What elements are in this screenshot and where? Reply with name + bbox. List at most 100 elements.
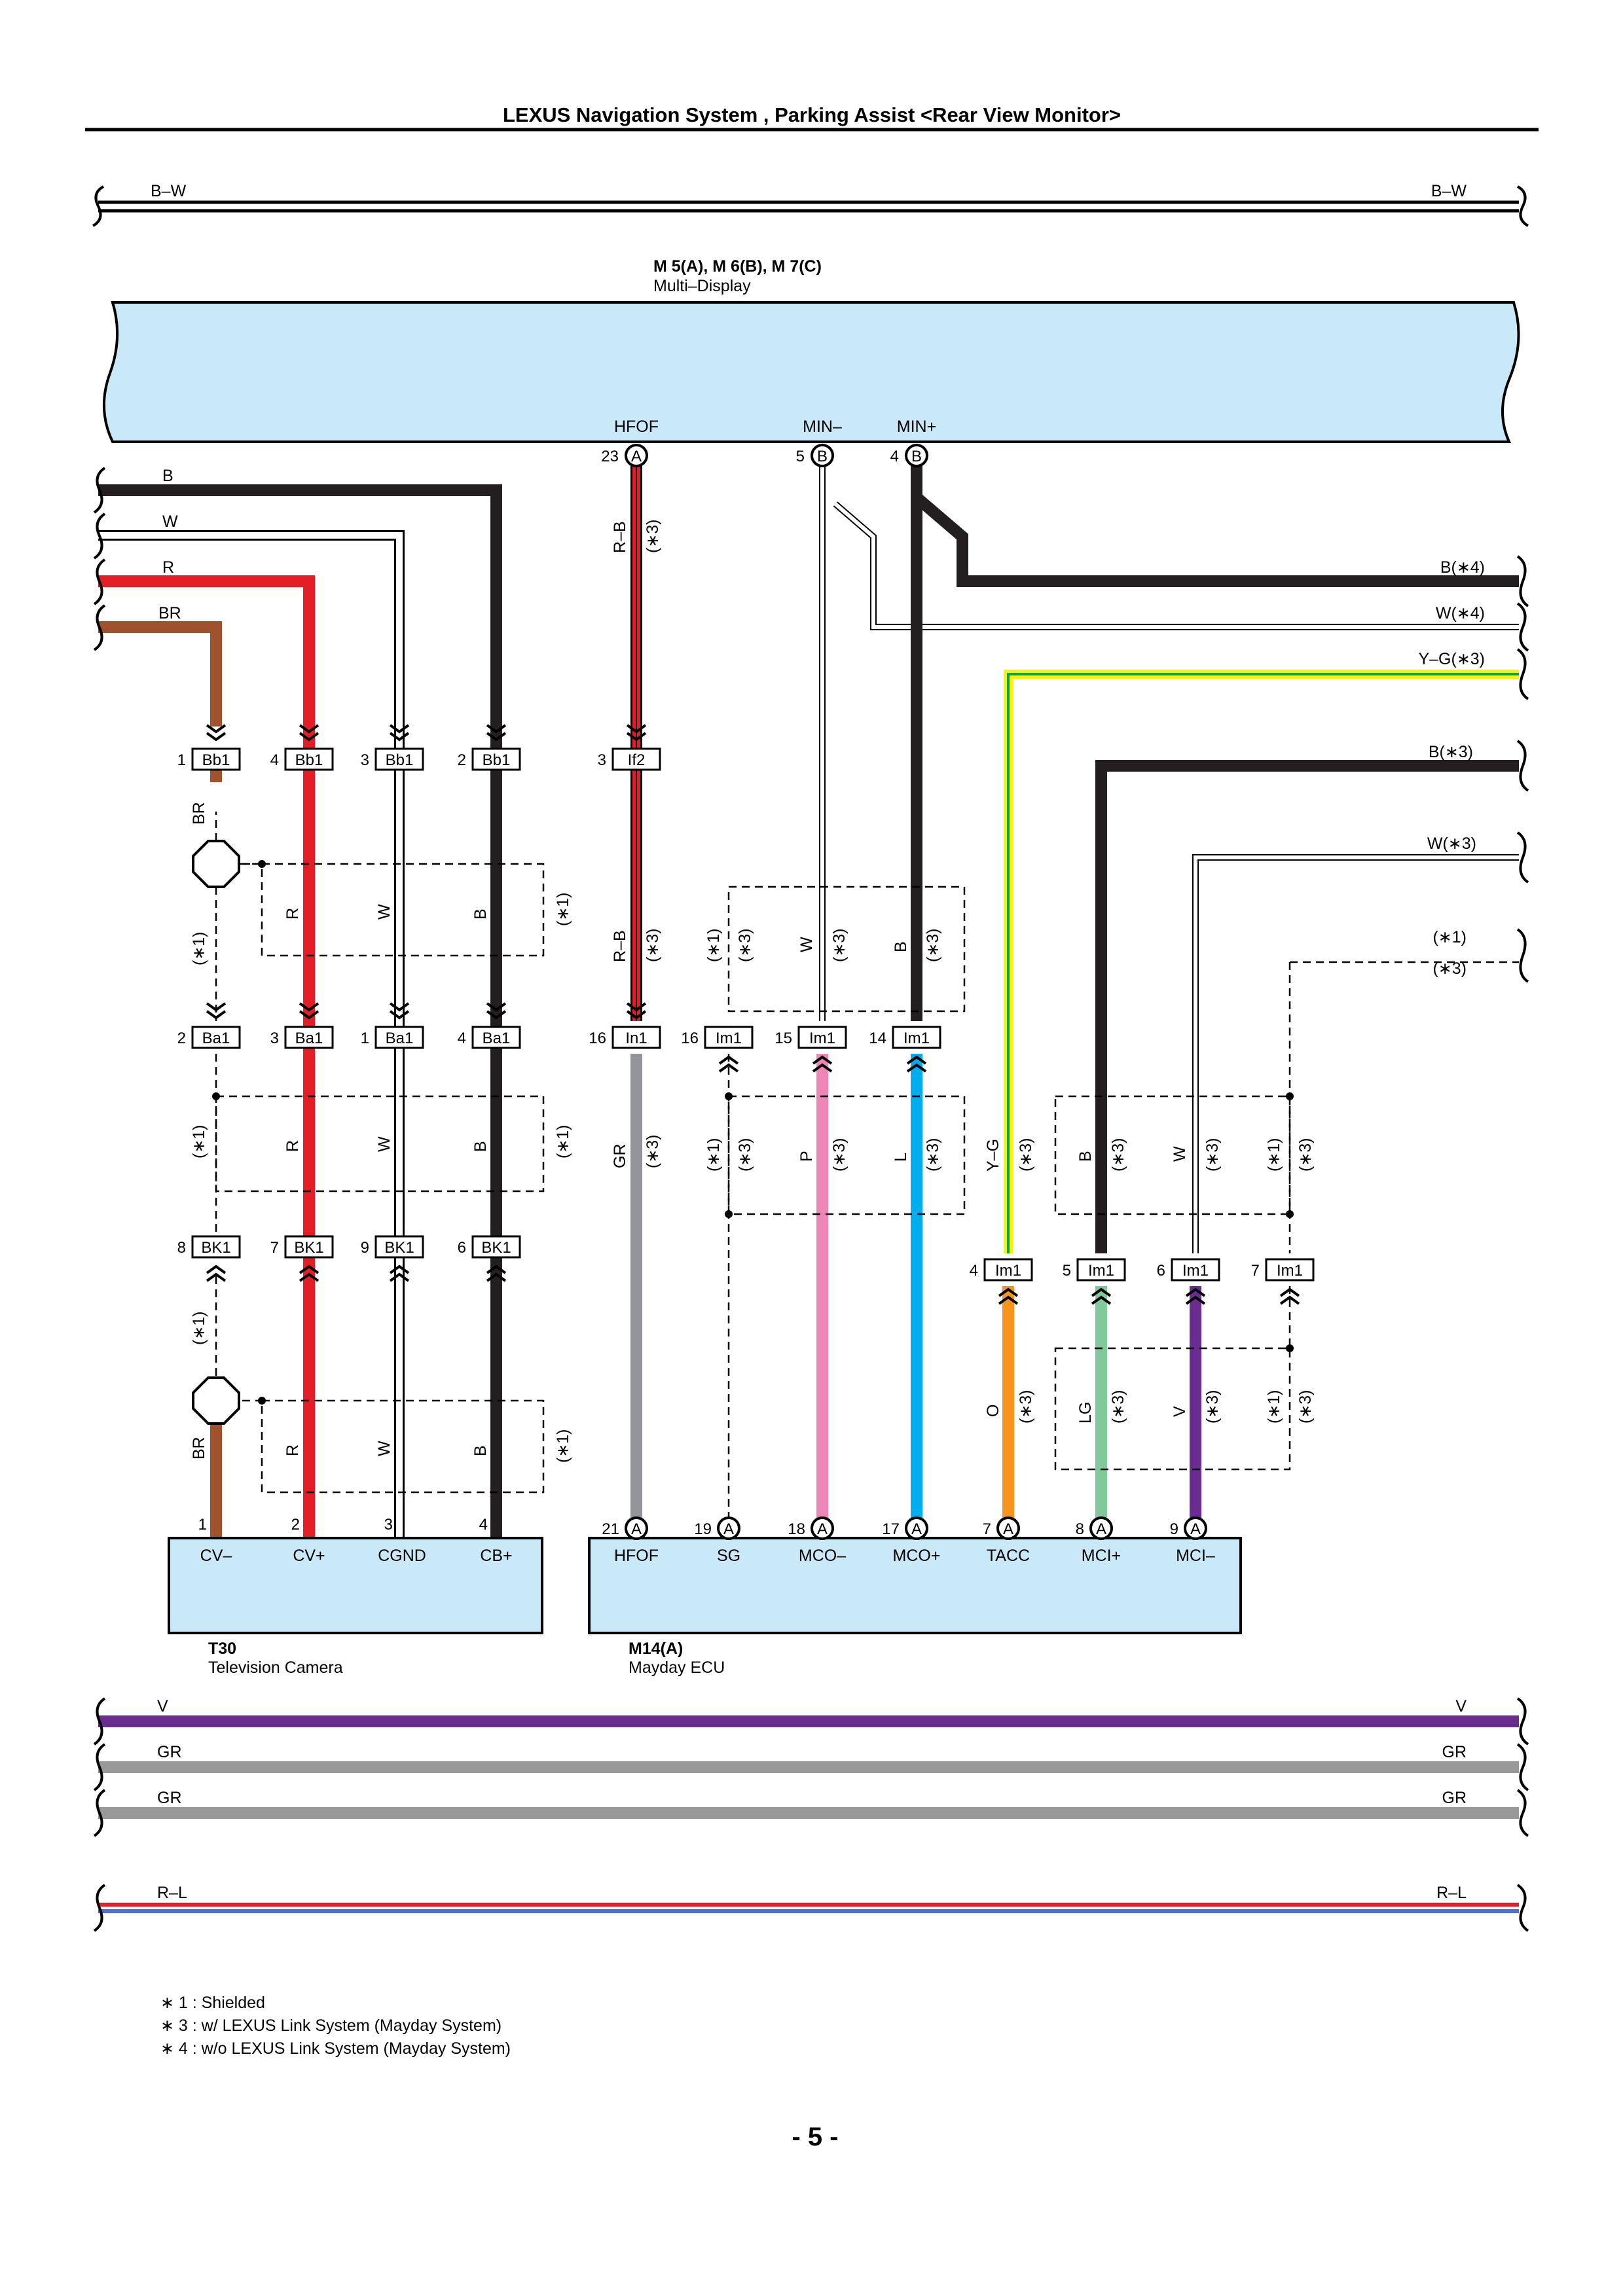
page-title: LEXUS Navigation System , Parking Assist… — [503, 103, 1121, 126]
right-wire-w3: W(∗3) — [1427, 834, 1476, 853]
svg-text:R–L: R–L — [1436, 1884, 1467, 1902]
svg-text:(∗1): (∗1) — [554, 1124, 572, 1158]
svg-text:A: A — [1003, 1520, 1013, 1538]
camera-pins: 1 2 3 4 CV– CV+ CGND CB+ — [198, 1516, 513, 1565]
multi-display-code: M 5(A), M 6(B), M 7(C) — [653, 257, 822, 276]
right-wire-s3: (∗3) — [1432, 960, 1467, 978]
lbl-b-upper: B — [471, 908, 490, 920]
right-wire-yg3: Y–G(∗3) — [1418, 650, 1485, 668]
svg-text:B: B — [817, 448, 828, 465]
right-wire-s1: (∗1) — [1432, 928, 1467, 946]
left-squiggles — [93, 467, 106, 651]
svg-text:(∗3): (∗3) — [830, 1138, 848, 1172]
wire-b4 — [913, 493, 1519, 587]
note-3: ∗ 3 : w/ LEXUS Link System (Mayday Syste… — [160, 2017, 501, 2035]
shield-boxes — [215, 863, 1291, 1494]
svg-text:(∗1): (∗1) — [190, 931, 208, 965]
svg-text:2: 2 — [458, 751, 466, 769]
svg-text:15: 15 — [775, 1030, 792, 1047]
right-wire-w4: W(∗4) — [1436, 604, 1485, 622]
svg-text:BK1: BK1 — [201, 1239, 230, 1257]
svg-text:Ba1: Ba1 — [295, 1030, 323, 1047]
svg-text:(∗3): (∗3) — [1203, 1138, 1222, 1172]
lbl-w-lower: W — [375, 1441, 393, 1456]
svg-text:Ba1: Ba1 — [483, 1030, 511, 1047]
svg-text:16: 16 — [681, 1030, 699, 1047]
lbl-b-lower: B — [471, 1445, 490, 1456]
svg-text:A: A — [631, 448, 642, 465]
connector-ba1-3: Ba1 3 — [270, 1002, 334, 1049]
svg-text:(∗3): (∗3) — [924, 928, 942, 962]
svg-text:A: A — [911, 1520, 922, 1538]
svg-text:7: 7 — [270, 1239, 279, 1257]
svg-text:6: 6 — [1157, 1262, 1165, 1280]
lbl-lg: LG — [1076, 1402, 1095, 1424]
svg-text:GR: GR — [157, 1789, 182, 1807]
shield-nodes — [212, 860, 1294, 1405]
right-wire-b4: B(∗4) — [1440, 558, 1485, 577]
lbl-r-mid: R — [283, 1140, 302, 1152]
wire-b-left — [98, 484, 502, 1021]
note-4: ∗ 4 : w/o LEXUS Link System (Mayday Syst… — [160, 2039, 511, 2058]
svg-text:(∗3): (∗3) — [644, 928, 662, 962]
lbl-gr: GR — [611, 1144, 629, 1169]
svg-text:23: 23 — [601, 448, 619, 465]
lbl-br-upper: BR — [190, 802, 208, 825]
svg-text:(∗3): (∗3) — [1109, 1390, 1127, 1424]
lbl-br-lower: BR — [190, 1437, 208, 1460]
note-1: ∗ 1 : Shielded — [160, 1994, 265, 2012]
lbl-w-upper-mid: W — [797, 937, 816, 952]
mayday-box — [588, 1537, 1242, 1634]
svg-text:16: 16 — [589, 1030, 606, 1047]
multi-display-name: Multi–Display — [653, 277, 751, 295]
lbl-yg: Y–G — [984, 1139, 1002, 1172]
svg-text:4: 4 — [479, 1516, 488, 1534]
left-wire-w: W — [162, 512, 178, 531]
svg-text:1: 1 — [177, 751, 186, 769]
svg-text:(∗3): (∗3) — [1017, 1138, 1035, 1172]
wire-b3 — [1095, 760, 1519, 1253]
svg-text:5: 5 — [796, 448, 805, 465]
camera-name: Television Camera — [208, 1659, 343, 1677]
wire-w4 — [833, 501, 1519, 630]
lbl-rb-lower: R–B — [611, 930, 629, 962]
svg-text:BK1: BK1 — [384, 1239, 414, 1257]
svg-text:4: 4 — [890, 448, 899, 465]
svg-text:(∗1): (∗1) — [704, 1138, 723, 1172]
lbl-b-upper-mid: B — [892, 941, 910, 952]
lbl-b-mid: B — [471, 1141, 490, 1152]
svg-text:3: 3 — [270, 1030, 279, 1047]
svg-text:(∗1): (∗1) — [554, 1429, 572, 1463]
svg-text:Im1: Im1 — [995, 1262, 1021, 1280]
svg-text:GR: GR — [1442, 1743, 1467, 1761]
svg-text:GR: GR — [1442, 1789, 1467, 1807]
bus-top-label-left: B–W — [151, 182, 187, 200]
bus-top-label-right: B–W — [1431, 182, 1467, 200]
svg-text:2: 2 — [177, 1030, 186, 1047]
svg-text:(∗1): (∗1) — [1265, 1390, 1283, 1424]
svg-text:14: 14 — [869, 1030, 886, 1047]
svg-text:7: 7 — [983, 1520, 991, 1538]
lbl-w-upper: W — [375, 904, 393, 920]
camera-code: T30 — [208, 1640, 236, 1658]
svg-text:GR: GR — [157, 1743, 182, 1761]
mayday-name: Mayday ECU — [629, 1659, 725, 1677]
svg-text:3: 3 — [598, 751, 606, 769]
vertical-note-marks: (∗1) (∗1) (∗1) (∗1) (∗1) (∗1) (∗3) (∗3) … — [190, 519, 1315, 1463]
svg-text:3: 3 — [384, 1516, 393, 1534]
svg-text:MCI–: MCI– — [1176, 1547, 1215, 1565]
svg-text:(∗1): (∗1) — [1265, 1138, 1283, 1172]
